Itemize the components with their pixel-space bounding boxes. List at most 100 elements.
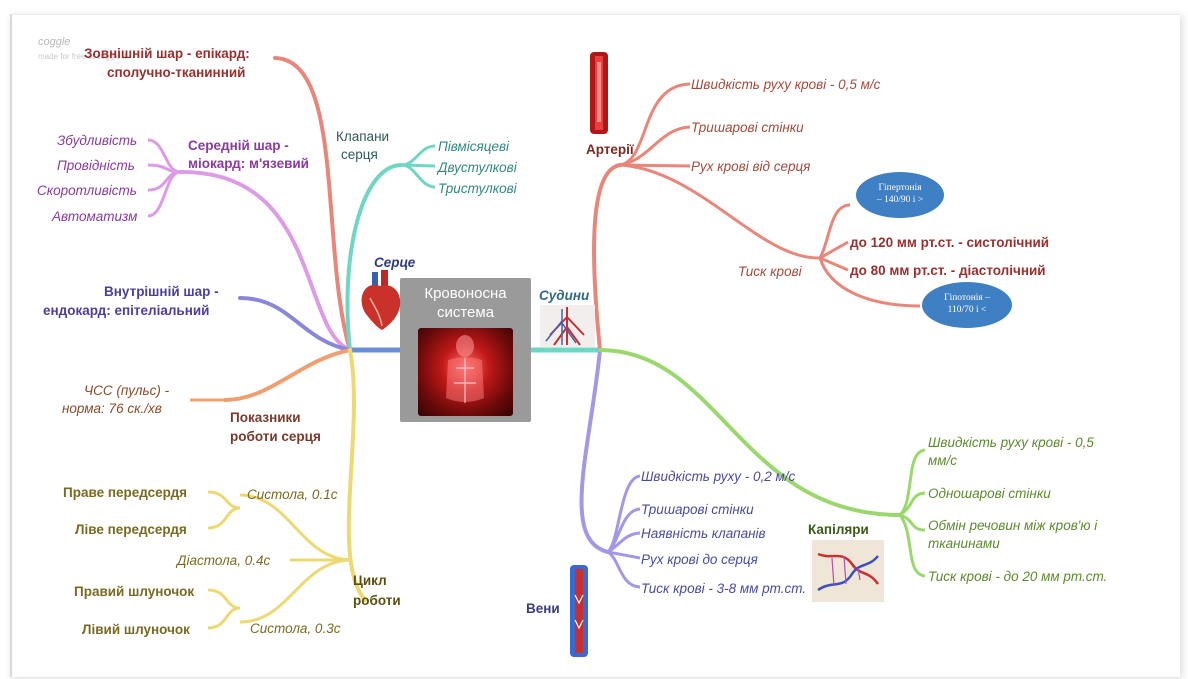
- capillaries-label[interactable]: Капіляри: [808, 522, 869, 537]
- myocard-line-1[interactable]: Середній шар -: [188, 138, 289, 153]
- vein-speed[interactable]: Швидкість руху - 0,2 м/с: [641, 469, 796, 484]
- hypertension-line-1: Гіпертонія: [878, 183, 922, 193]
- link-valve-1: [401, 144, 436, 167]
- link-art-diastolic: [819, 256, 849, 272]
- myocard-prop-automatism[interactable]: Автоматизм: [52, 209, 138, 224]
- pulse-line-2[interactable]: норма: 76 ск./хв: [62, 401, 162, 416]
- hypotension-line-2: 110/70 і <: [947, 305, 987, 315]
- link-endocard: [238, 296, 352, 352]
- capillary-speed-line-2[interactable]: мм/с: [928, 453, 958, 468]
- endocard-line-1[interactable]: Внутрішній шар -: [104, 284, 219, 299]
- ventricle-right[interactable]: Правий шлуночок: [74, 584, 195, 599]
- link-atria-1: [207, 490, 241, 510]
- link-art-pressure: [619, 163, 821, 260]
- artery-pressure[interactable]: Тиск крові: [738, 264, 802, 279]
- link-cap-exchange: [899, 513, 926, 532]
- myocard-prop-conductivity[interactable]: Провідність: [57, 158, 135, 173]
- link-indicators: [223, 348, 352, 402]
- capillary-exchange-line-1[interactable]: Обмін речовин між кров'ю і: [928, 518, 1098, 533]
- hypotension-line-1: Гіпотонія –: [944, 293, 990, 303]
- ventricle-left[interactable]: Лівий шлуночок: [82, 622, 190, 637]
- artery-walls[interactable]: Тришарові стінки: [691, 120, 804, 135]
- link-art-walls: [619, 125, 691, 167]
- artery-icon: [588, 52, 610, 134]
- circulatory-system-image: [418, 328, 513, 416]
- link-systole-ventricles: [239, 558, 353, 624]
- pulse-line-1[interactable]: ЧСС (пульс) -: [84, 383, 170, 398]
- cycle-line-1[interactable]: Цикл: [353, 573, 387, 588]
- diastole[interactable]: Діастола, 0.4с: [177, 553, 271, 568]
- link-cycle: [346, 348, 367, 602]
- endocard-line-2[interactable]: ендокард: епітеліальний: [43, 303, 210, 318]
- center-title-line-2: система: [436, 304, 495, 321]
- coggle-logo: coggle: [38, 36, 71, 48]
- body-silhouette-icon: [446, 335, 484, 403]
- link-prop-4: [147, 170, 181, 218]
- link-systole-atria: [239, 493, 353, 562]
- artery-diastolic[interactable]: до 80 мм рт.ст. - діастолічний: [850, 263, 1046, 278]
- valve-type-semilunar[interactable]: Півмісяцеві: [438, 139, 510, 154]
- capillary-speed-line-1[interactable]: Швидкість руху крові - 0,5: [928, 435, 1094, 450]
- vessels-icon: [540, 305, 595, 347]
- epicard-line-2[interactable]: сполучно-тканинний: [107, 65, 246, 80]
- link-epicard: [273, 56, 352, 352]
- link-vein-flow: [607, 550, 641, 560]
- link-valve-3: [401, 163, 436, 189]
- capillary-exchange-line-2[interactable]: тканинами: [928, 536, 1000, 551]
- indicators-line-2[interactable]: роботи серця: [230, 429, 321, 444]
- vein-walls[interactable]: Тришарові стінки: [641, 502, 754, 517]
- vein-flow[interactable]: Рух крові до серця: [641, 552, 758, 567]
- link-ventricle-1: [207, 588, 241, 610]
- artery-systolic[interactable]: до 120 мм рт.ст. - систолічний: [850, 235, 1050, 250]
- valve-type-bicuspid[interactable]: Двустулкові: [438, 160, 517, 175]
- vein-valves[interactable]: Наявність клапанів: [641, 526, 766, 541]
- hypertension-line-2: – 140/90 і >: [876, 195, 924, 205]
- link-art-hyper: [818, 203, 851, 259]
- systole-atria[interactable]: Систола, 0.1с: [247, 487, 338, 502]
- myocard-line-2[interactable]: міокард: м'язевий: [188, 156, 309, 171]
- center-node[interactable]: Кровоносна система: [400, 278, 531, 422]
- link-atria-2: [207, 506, 241, 530]
- myocard-prop-excitability[interactable]: Збудливість: [57, 133, 138, 148]
- hypertension-bubble[interactable]: Гіпертонія – 140/90 і >: [856, 172, 944, 218]
- valve-type-tricuspid[interactable]: Тристулкові: [438, 181, 517, 196]
- link-cap-walls: [899, 491, 926, 517]
- vessels-label[interactable]: Судини: [539, 288, 590, 303]
- link-art-systolic: [819, 240, 849, 260]
- epicard-line-1[interactable]: Зовнішній шар - епікард:: [84, 46, 250, 61]
- center-title: Кровоносна система: [400, 284, 531, 322]
- hypotension-bubble[interactable]: Гіпотонія – 110/70 і <: [922, 282, 1012, 328]
- link-myocard: [178, 169, 352, 352]
- valves-line-1[interactable]: Клапани: [336, 129, 390, 144]
- artery-flow[interactable]: Рух крові від серця: [691, 159, 811, 174]
- capillary-icon: [812, 540, 884, 602]
- atrium-right[interactable]: Праве передсердя: [63, 485, 188, 500]
- artery-speed[interactable]: Швидкість руху крові - 0,5 м/с: [691, 77, 881, 92]
- link-art-speed: [619, 82, 691, 167]
- vein-icon: [568, 565, 590, 657]
- myocard-prop-contractility[interactable]: Скоротливість: [37, 183, 137, 198]
- vein-pressure[interactable]: Тиск крові - 3-8 мм рт.ст.: [641, 581, 807, 596]
- capillary-pressure[interactable]: Тиск крові - до 20 мм рт.ст.: [928, 569, 1108, 584]
- veins-label[interactable]: Вени: [526, 601, 560, 616]
- systole-ventricles[interactable]: Систола, 0.3с: [250, 621, 341, 636]
- capillary-walls[interactable]: Одношарові стінки: [928, 486, 1051, 501]
- link-vein-valves: [607, 531, 641, 554]
- link-prop-2: [147, 163, 181, 174]
- heart-icon: [358, 270, 403, 332]
- valves-line-2[interactable]: серця: [341, 147, 378, 162]
- heart-label[interactable]: Серце: [374, 255, 416, 270]
- indicators-line-1[interactable]: Показники: [230, 410, 301, 425]
- link-ventricle-2: [207, 606, 241, 630]
- link-art-hypo: [818, 257, 921, 308]
- cycle-line-2[interactable]: роботи: [353, 593, 401, 608]
- arteries-label[interactable]: Артерії: [586, 142, 634, 157]
- link-vein-walls: [606, 507, 641, 554]
- link-capillaries: [598, 348, 902, 517]
- coggle-tagline: made for free at coggle.it: [38, 52, 127, 61]
- link-veins: [579, 348, 610, 554]
- center-title-line-1: Кровоносна: [424, 285, 507, 302]
- link-cap-speed: [898, 448, 926, 517]
- atrium-left[interactable]: Ліве передсердя: [75, 522, 187, 537]
